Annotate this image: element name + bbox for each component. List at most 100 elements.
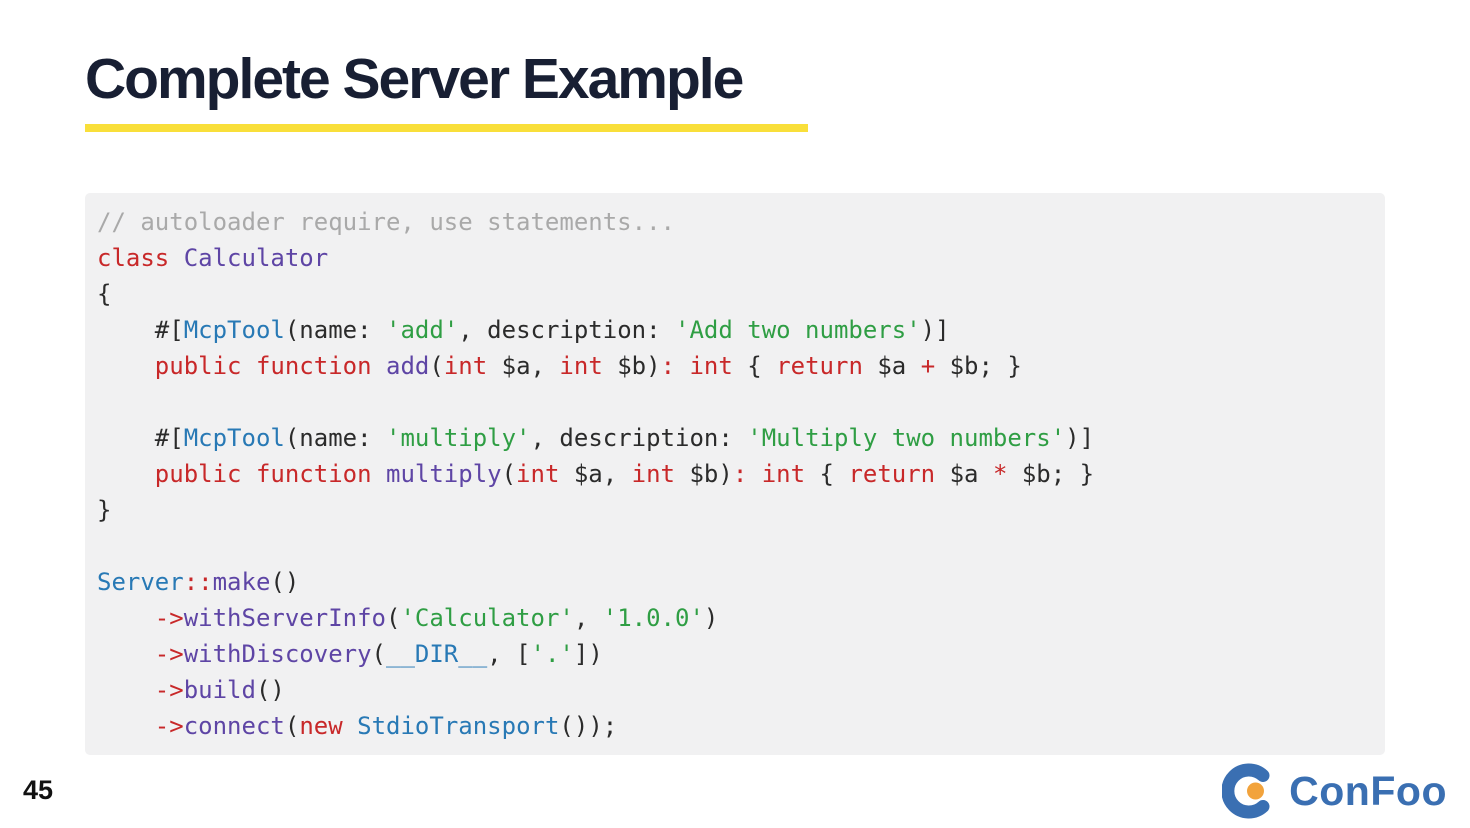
code-token-pl: $a,: [487, 352, 560, 380]
code-token-pl: [97, 712, 155, 740]
code-token-pl: ,: [573, 604, 603, 632]
code-token-pl: $b; }: [1007, 460, 1095, 488]
code-token-pl: [97, 460, 155, 488]
confoo-orange-dot: [1247, 782, 1265, 800]
code-token-op: *: [992, 460, 1008, 488]
code-token-kw: int: [443, 352, 488, 380]
code-token-com: // autoloader require, use statements...: [97, 208, 675, 236]
code-line: class Calculator: [97, 244, 328, 272]
code-token-str: 'Multiply two numbers': [747, 424, 1066, 452]
code-token-op: +: [920, 352, 936, 380]
title-underline: [85, 124, 808, 132]
code-token-pl: [242, 352, 256, 380]
code-line: ->connect(new StdioTransport());: [97, 712, 617, 740]
code-token-pl: (: [501, 460, 517, 488]
code-token-pl: }: [97, 496, 112, 524]
confoo-c-shape: [1222, 763, 1270, 819]
code-line: ->build(): [97, 676, 285, 704]
code-token-pl: (): [270, 568, 300, 596]
code-token-pl: [97, 640, 155, 668]
code-token-pl: #[: [97, 316, 184, 344]
code-token-pl: )]: [1065, 424, 1095, 452]
code-token-kw: int: [761, 460, 806, 488]
code-token-pl: (: [371, 640, 386, 668]
code-token-pl: (name:: [284, 316, 387, 344]
code-token-pl: [97, 604, 155, 632]
code-token-op: :: [732, 460, 748, 488]
code-token-fn: withDiscovery: [183, 640, 372, 668]
code-token-pl: [747, 460, 761, 488]
code-line: public function add(int $a, int $b): int…: [97, 352, 1022, 380]
code-token-cls: McpTool: [183, 316, 285, 344]
code-token-pl: {: [732, 352, 777, 380]
code-token-pl: (: [386, 604, 401, 632]
code-token-kw: return: [848, 460, 936, 488]
code-token-pl: [343, 712, 357, 740]
code-token-kw: int: [516, 460, 560, 488]
confoo-logo-icon: [1222, 763, 1270, 819]
code-token-kw: function: [255, 460, 372, 488]
code-token-str: 'Calculator': [400, 604, 574, 632]
code-token-kw: return: [776, 352, 863, 380]
code-token-pl: $a: [862, 352, 921, 380]
code-line: public function multiply(int $a, int $b)…: [97, 460, 1094, 488]
confoo-logo: ConFoo: [1222, 763, 1447, 819]
code-token-op: ->: [154, 712, 184, 740]
code-token-pl: #[: [97, 424, 184, 452]
code-token-fn: withServerInfo: [183, 604, 386, 632]
code-token-pl: [372, 352, 386, 380]
code-block: // autoloader require, use statements...…: [85, 193, 1385, 755]
code-token-pl: [372, 460, 386, 488]
code-token-str: '.': [530, 640, 574, 668]
code-line: Server::make(): [97, 568, 299, 596]
code-token-kw: new: [299, 712, 343, 740]
code-line: ->withServerInfo('Calculator', '1.0.0'): [97, 604, 719, 632]
code-token-cls: __DIR__: [386, 640, 488, 668]
code-line: }: [97, 496, 111, 524]
code-token-cls: StdioTransport: [357, 712, 560, 740]
code-token-pl: (: [429, 352, 444, 380]
code-token-pl: $b; }: [935, 352, 1022, 380]
code-token-pl: $b): [602, 352, 661, 380]
code-token-kw: public: [154, 460, 242, 488]
code-token-kw: int: [559, 352, 603, 380]
code-token-pl: {: [805, 460, 849, 488]
code-token-op: ->: [154, 676, 184, 704]
code-token-op: ::: [183, 568, 213, 596]
code-token-pl: [675, 352, 689, 380]
code-token-pl: (): [255, 676, 285, 704]
code-token-kw: public: [154, 352, 242, 380]
code-token-kw: int: [631, 460, 676, 488]
code-line: // autoloader require, use statements...: [97, 208, 675, 236]
code-token-pl: [242, 460, 256, 488]
code-token-pl: , description:: [458, 316, 676, 344]
code-line: #[McpTool(name: 'multiply', description:…: [97, 424, 1094, 452]
code-token-cls: McpTool: [183, 424, 285, 452]
code-token-fn: multiply: [386, 460, 502, 488]
code-token-str: 'multiply': [386, 424, 531, 452]
code-token-cls: Server: [97, 568, 184, 596]
code-token-op: :: [660, 352, 676, 380]
code-line: ->withDiscovery(__DIR__, ['.']): [97, 640, 603, 668]
code-token-str: 'Add two numbers': [675, 316, 921, 344]
code-token-pl: , description:: [530, 424, 748, 452]
page-title: Complete Server Example: [85, 47, 744, 111]
code-token-op: ->: [154, 604, 184, 632]
code-token-fn: connect: [183, 712, 285, 740]
code-token-fn: Calculator: [183, 244, 329, 272]
code-token-pl: ());: [559, 712, 618, 740]
code-line: {: [97, 280, 111, 308]
page-number: 45: [23, 775, 54, 805]
code-token-pl: ): [703, 604, 719, 632]
confoo-logo-text: ConFoo: [1289, 767, 1447, 814]
code-token-fn: build: [183, 676, 256, 704]
code-panel: // autoloader require, use statements...…: [85, 193, 1385, 755]
code-token-pl: $a: [935, 460, 993, 488]
code-token-pl: ]): [573, 640, 603, 668]
code-line: #[McpTool(name: 'add', description: 'Add…: [97, 316, 950, 344]
code-token-pl: (: [284, 712, 300, 740]
code-token-pl: [97, 676, 155, 704]
code-token-str: '1.0.0': [602, 604, 704, 632]
code-token-str: 'add': [386, 316, 459, 344]
code-token-fn: add: [386, 352, 430, 380]
